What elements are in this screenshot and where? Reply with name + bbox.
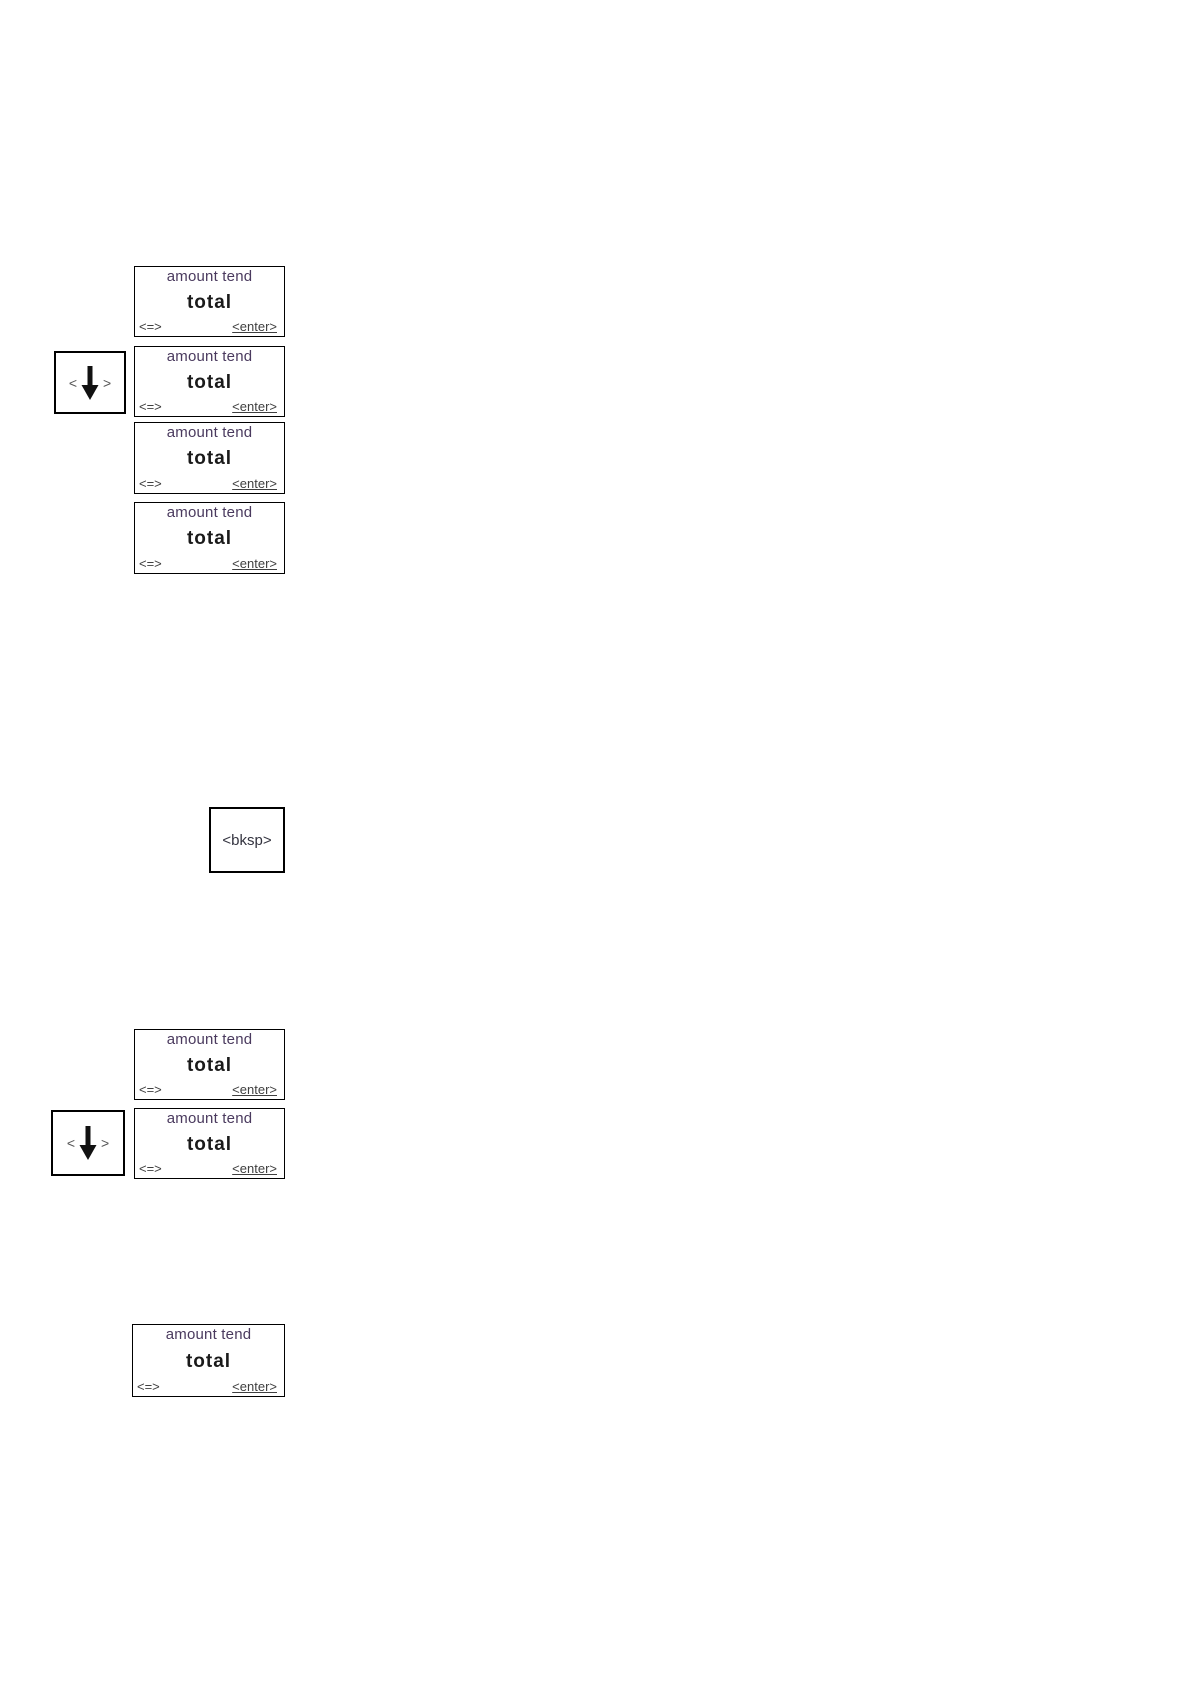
- lcd-softkey-row: <=> <enter>: [135, 557, 284, 571]
- lcd-title: amount tend: [166, 268, 253, 285]
- lcd-title: amount tend: [165, 1326, 252, 1343]
- lcd-value: total: [186, 528, 233, 549]
- down-arrow-key: < >: [54, 351, 126, 414]
- backspace-key-label: <bksp>: [222, 831, 272, 849]
- softkey-enter-label: <enter>: [232, 1161, 277, 1176]
- right-bracket: >: [101, 1135, 110, 1151]
- lcd-display-6: amount tend total <=> <enter>: [134, 1108, 285, 1179]
- lcd-softkey-row: <=> <enter>: [135, 477, 284, 491]
- lcd-softkey-row: <=> <enter>: [135, 320, 284, 334]
- softkey-left-label: <=>: [137, 1379, 160, 1394]
- softkey-enter-label: <enter>: [232, 1082, 277, 1097]
- left-bracket: <: [68, 374, 77, 391]
- softkey-left-label: <=>: [139, 399, 162, 414]
- lcd-value: total: [186, 1054, 233, 1076]
- softkey-enter-label: <enter>: [232, 399, 277, 414]
- lcd-value: total: [186, 448, 233, 469]
- lcd-title: amount tend: [166, 1031, 253, 1048]
- backspace-key: <bksp>: [209, 807, 285, 873]
- lcd-display-3: amount tend total <=> <enter>: [134, 422, 285, 494]
- lcd-display-5: amount tend total <=> <enter>: [134, 1029, 285, 1100]
- lcd-value: total: [186, 291, 233, 313]
- softkey-enter-label: <enter>: [232, 319, 277, 334]
- lcd-display-1: amount tend total <=> <enter>: [134, 266, 285, 337]
- softkey-left-label: <=>: [139, 319, 162, 334]
- lcd-title: amount tend: [166, 1110, 253, 1127]
- down-arrow-icon: [79, 1126, 97, 1160]
- lcd-display-2: amount tend total <=> <enter>: [134, 346, 285, 417]
- softkey-enter-label: <enter>: [232, 1379, 277, 1394]
- lcd-title: amount tend: [166, 504, 253, 521]
- softkey-left-label: <=>: [139, 476, 162, 491]
- down-arrow-key: < >: [51, 1110, 125, 1176]
- softkey-left-label: <=>: [139, 556, 162, 571]
- lcd-softkey-row: <=> <enter>: [133, 1380, 284, 1394]
- lcd-value: total: [186, 371, 233, 393]
- left-bracket: <: [66, 1135, 75, 1151]
- lcd-softkey-row: <=> <enter>: [135, 400, 284, 414]
- softkey-enter-label: <enter>: [232, 476, 277, 491]
- softkey-enter-label: <enter>: [232, 556, 277, 571]
- lcd-softkey-row: <=> <enter>: [135, 1083, 284, 1097]
- lcd-value: total: [186, 1133, 233, 1155]
- lcd-display-4: amount tend total <=> <enter>: [134, 502, 285, 574]
- right-bracket: >: [103, 374, 112, 391]
- lcd-display-7: amount tend total <=> <enter>: [132, 1324, 285, 1397]
- lcd-softkey-row: <=> <enter>: [135, 1162, 284, 1176]
- softkey-left-label: <=>: [139, 1082, 162, 1097]
- lcd-title: amount tend: [166, 424, 253, 441]
- down-arrow-icon: [81, 365, 99, 400]
- lcd-value: total: [185, 1350, 232, 1372]
- lcd-title: amount tend: [166, 348, 253, 365]
- softkey-left-label: <=>: [139, 1161, 162, 1176]
